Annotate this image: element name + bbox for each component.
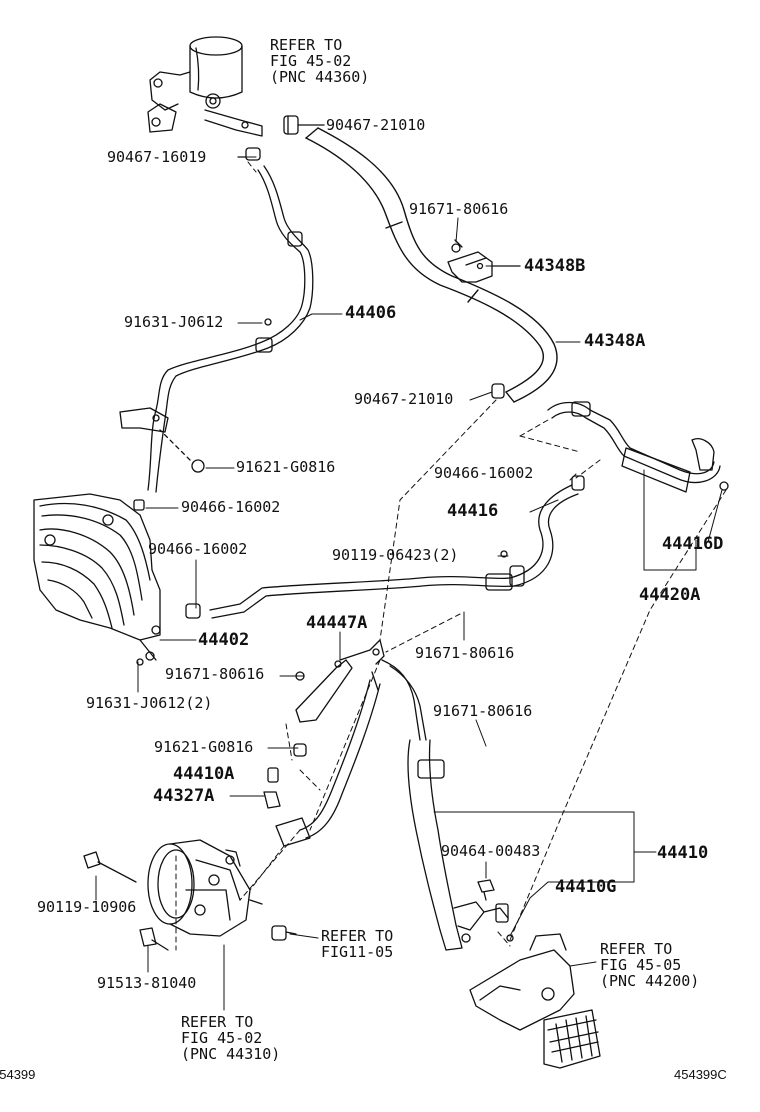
part-label-91671-80616-b: 91671-80616 — [165, 665, 265, 683]
ref-label-top: REFER TO FIG 45-02 (PNC 44360) — [270, 36, 370, 86]
part-label-90464-00483: 90464-00483 — [441, 842, 541, 860]
part-label-44410a: 44410A — [173, 764, 235, 784]
part-label-44402: 44402 — [198, 630, 250, 650]
part-label-91671-80616-c: 91671-80616 — [433, 702, 533, 720]
hose-44410 — [275, 659, 509, 951]
part-label-91631-j0612: 91631-J0612 — [124, 313, 224, 331]
clip-90464-00483 — [477, 879, 495, 901]
tube-44416 — [209, 475, 585, 619]
part-label-44348b: 44348B — [524, 256, 586, 276]
part-label-91621-g0816-top: 91621-G0816 — [236, 458, 336, 476]
bracket-44348b — [447, 239, 521, 283]
part-label-44416d: 44416D — [662, 534, 724, 554]
part-label-44348a: 44348A — [584, 331, 646, 351]
part-label-90467-21010-mid: 90467-21010 — [354, 390, 454, 408]
part-label-44410: 44410 — [657, 843, 709, 863]
ref-label-fig11: REFER TO FIG11-05 — [321, 927, 394, 961]
reservoir-tank — [147, 36, 263, 137]
part-label-44406: 44406 — [345, 303, 397, 323]
part-label-90119-10906: 90119-10906 — [37, 898, 137, 916]
cooler-tube-44420a — [547, 401, 729, 493]
part-label-90466-16002-a: 90466-16002 — [181, 498, 281, 516]
pump-bolts — [83, 851, 297, 951]
part-label-91513-81040: 91513-81040 — [97, 974, 197, 992]
clamp-mid — [491, 383, 505, 399]
bolt-91621-g0816-top — [159, 429, 205, 473]
part-label-91631-j0612-2: 91631-J0612(2) — [86, 694, 213, 712]
hose-44348a — [305, 127, 558, 403]
part-label-90466-16002-b: 90466-16002 — [148, 540, 248, 558]
clamps-cooler — [133, 499, 201, 666]
part-label-90466-16002-c: 90466-16002 — [434, 464, 534, 482]
part-label-90467-21010-top: 90467-21010 — [326, 116, 426, 134]
footer-right-code: 454399C — [674, 1067, 727, 1082]
steering-gear — [469, 933, 601, 1069]
part-label-90467-16019: 90467-16019 — [107, 148, 207, 166]
pump-assembly — [147, 839, 263, 937]
clamp-16019 — [237, 147, 261, 161]
part-label-44447a: 44447A — [306, 613, 368, 633]
part-label-44416: 44416 — [447, 501, 499, 521]
part-label-91671-80616-top: 91671-80616 — [409, 200, 509, 218]
fittings-44410a-44327a — [263, 743, 307, 809]
ref-label-bottom: REFER TO FIG 45-02 (PNC 44310) — [181, 1013, 281, 1063]
part-label-44420a: 44420A — [639, 585, 701, 605]
dashed-leaders — [175, 161, 727, 951]
leader-lines — [95, 124, 723, 1011]
cooler-44402 — [33, 493, 161, 661]
part-label-44410g: 44410G — [555, 877, 617, 897]
tube-44406 — [119, 165, 314, 493]
footer-left-code: 454399 — [0, 1067, 36, 1082]
part-label-44327a: 44327A — [153, 786, 215, 806]
part-label-91621-g0816-bot: 91621-G0816 — [154, 738, 254, 756]
ref-label-fig4505: REFER TO FIG 45-05 (PNC 44200) — [600, 940, 700, 990]
part-label-91671-80616-a: 91671-80616 — [415, 644, 515, 662]
part-label-90119-06423: 90119-06423(2) — [332, 546, 459, 564]
